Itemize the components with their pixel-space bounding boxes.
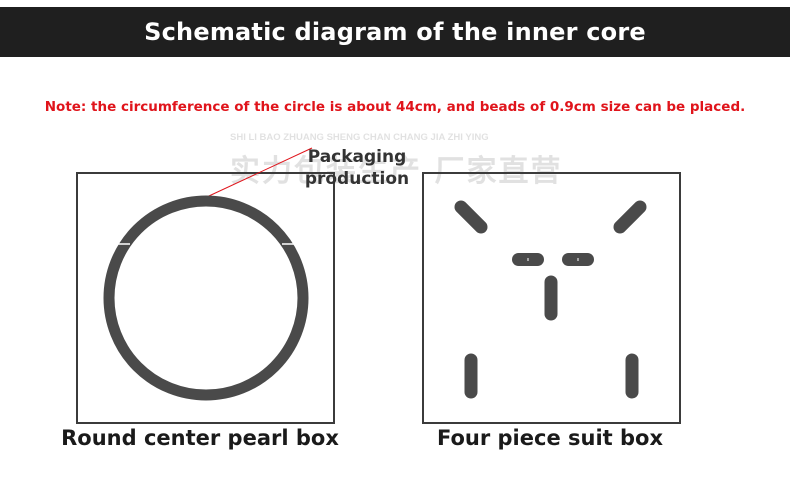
callout-line2: production xyxy=(304,169,410,189)
header-bar: Schematic diagram of the inner core xyxy=(0,7,790,57)
circumference-note: Note: the circumference of the circle is… xyxy=(44,99,746,115)
header-title: Schematic diagram of the inner core xyxy=(144,18,646,46)
round-pearl-box-outline xyxy=(76,172,335,424)
round-box-caption: Round center pearl box xyxy=(61,426,339,450)
four-piece-box-outline xyxy=(422,172,681,424)
callout-line1: Packaging xyxy=(307,147,407,167)
earring-slot-right-diagonal xyxy=(613,200,647,234)
callout-label: Packaging production xyxy=(295,146,419,190)
ring-slot xyxy=(103,195,309,401)
earring-slot-left-diagonal xyxy=(454,200,488,234)
four-piece-box-caption: Four piece suit box xyxy=(436,426,664,450)
callout-leader-line xyxy=(195,147,313,203)
